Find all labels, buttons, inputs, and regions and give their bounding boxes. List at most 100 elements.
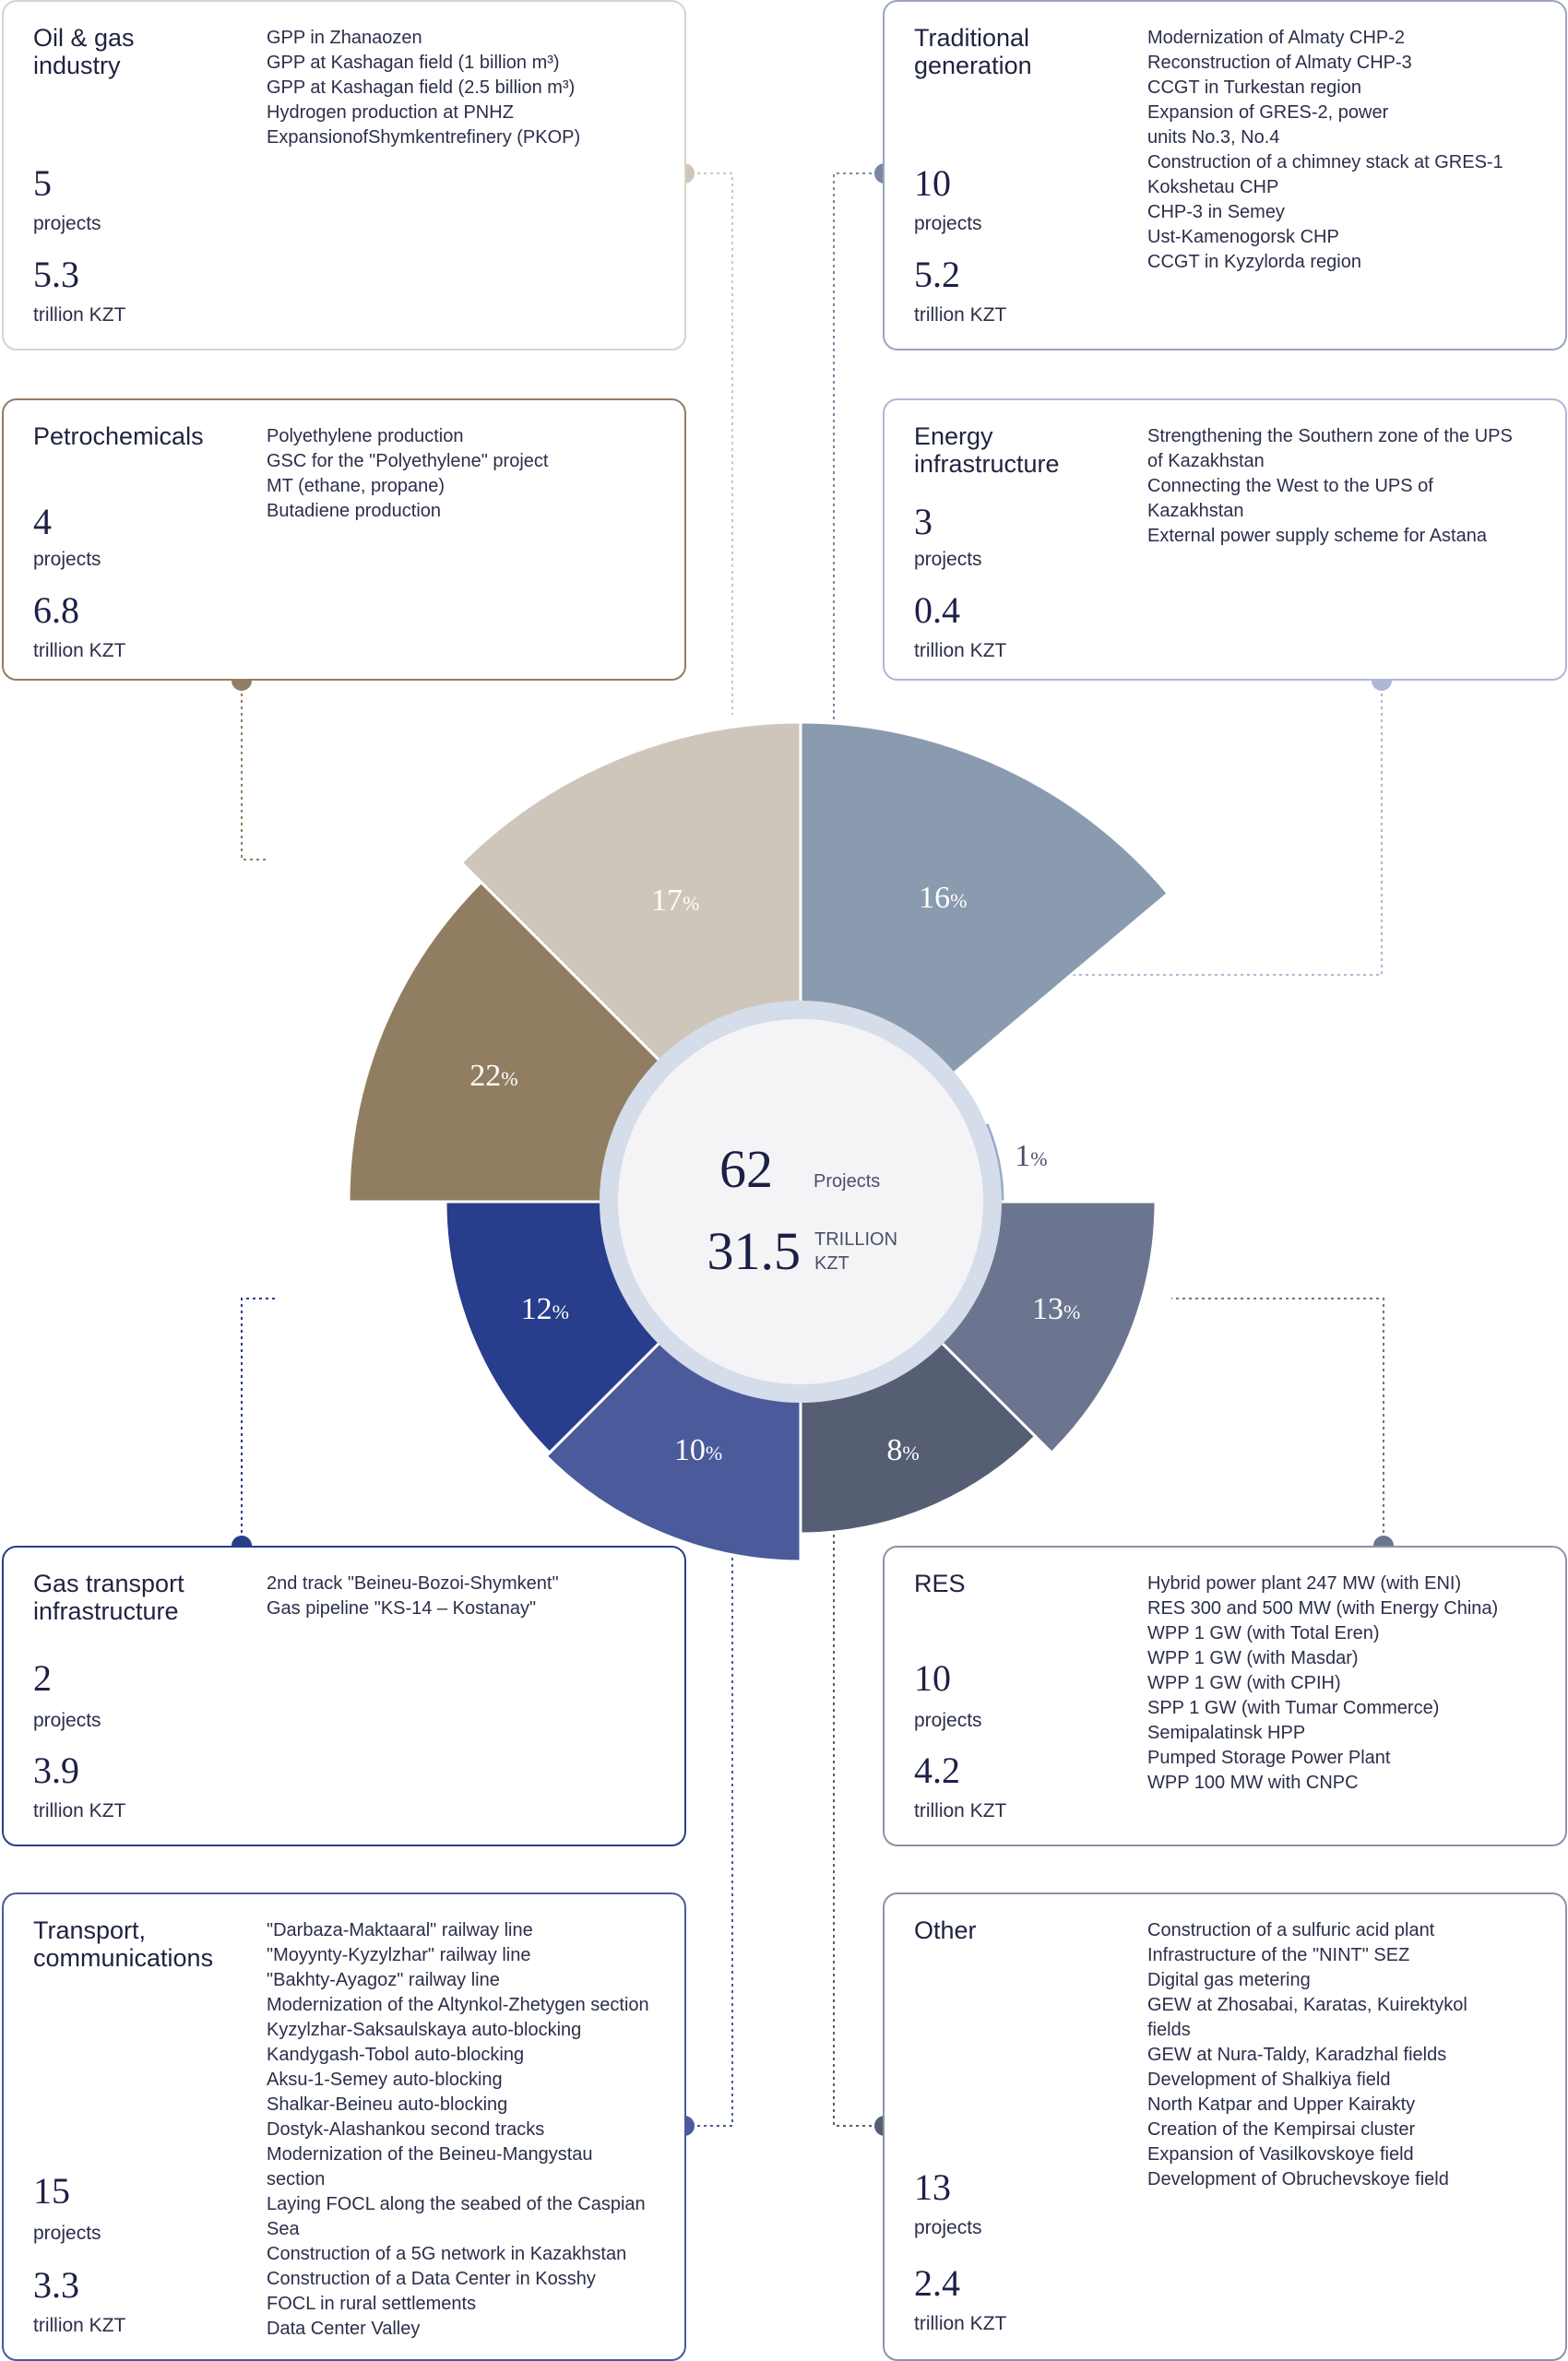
chart-sectors [347,720,1170,1563]
value-label-petrochemicals: 22% [469,1059,517,1093]
project-count: 10 [914,1657,951,1699]
project-item: Construction of a sulfuric acid plant [1147,1920,1435,1940]
project-item: units No.3, No.4 [1147,127,1280,148]
center-amount-label-1: TRILLION [814,1229,897,1250]
project-count-label: projects [914,549,982,570]
project-count-label: projects [33,1710,101,1731]
project-item: Modernization of Almaty CHP-2 [1147,28,1406,48]
card-res: RES Hybrid power plant 247 MW (with ENI)… [883,1546,1567,1846]
project-count-label: projects [914,1710,982,1731]
project-item: "Bakhty-Ayagoz" railway line [267,1970,500,1990]
card-title: Petrochemicals [33,422,204,450]
project-item: Modernization of the Beineu-Mangystau [267,2144,593,2165]
project-item: Hybrid power plant 247 MW (with ENI) [1147,1573,1462,1594]
project-item: GPP at Kashagan field (2.5 billion m³) [267,77,576,98]
project-item: RES 300 and 500 MW (with Energy China) [1147,1598,1499,1619]
center-projects-label: Projects [814,1171,880,1192]
center-disc [618,1019,983,1384]
connector-petrochemicals [241,681,266,860]
project-item: Kyzylzhar-Saksaulskaya auto-blocking [267,2020,582,2040]
value-label-energy-infrastructure: 1% [1015,1139,1047,1173]
project-item: Dostyk-Alashankou second tracks [267,2119,545,2140]
connector-other [833,1466,885,2127]
value-label-traditional-generation: 16% [919,881,967,915]
project-count-label: projects [914,213,982,234]
value-label-oil-gas: 17% [651,884,699,918]
project-item: Hydrogen production at PNHZ [267,102,514,123]
amount-label: trillion KZT [33,2315,126,2336]
amount-label: trillion KZT [33,304,126,326]
project-item: CCGT in Kyzylorda region [1147,252,1361,272]
card-energy-infrastructure: Energy infrastructure Strengthening the … [883,398,1567,681]
project-item: WPP 1 GW (with Masdar) [1147,1648,1359,1668]
project-count-label: projects [33,549,101,570]
project-item: WPP 100 MW with CNPC [1147,1773,1359,1793]
amount-label: trillion KZT [914,1800,1007,1821]
connector-transport [684,1494,733,2127]
project-item: GSC for the "Polyethylene" project [267,451,549,471]
project-item: GPP at Kashagan field (1 billion m³) [267,53,560,73]
value-label-res: 13% [1032,1292,1080,1326]
project-item: Modernization of the Altynkol-Zhetygen s… [267,1995,649,2015]
project-item: Strengthening the Southern zone of the U… [1147,426,1513,446]
project-item: Reconstruction of Almaty CHP-3 [1147,53,1412,73]
project-item: Aksu-1-Semey auto-blocking [267,2070,503,2090]
project-item: Polyethylene production [267,426,464,446]
project-item: GEW at Zhosabai, Karatas, Kuirektykol [1147,1995,1467,2015]
card-title: Transport, communications [33,1916,214,1972]
project-count: 13 [914,2166,951,2208]
amount-label: trillion KZT [914,640,1007,661]
project-item: Construction of a chimney stack at GRES-… [1147,152,1503,172]
project-item: Expansion of Vasilkovskoye field [1147,2144,1414,2165]
project-item: Ust-Kamenogorsk CHP [1147,227,1339,247]
project-count-label: projects [914,2217,982,2238]
card-title: Oil & gas industry [33,24,135,79]
connector-res [1171,1298,1384,1546]
card-title: RES [914,1570,966,1597]
project-list: Strengthening the Southern zone of the U… [1147,424,1543,549]
project-item: External power supply scheme for Astana [1147,526,1487,546]
value-label-other: 8% [886,1433,919,1467]
chart-center: 62 Projects 31.5 TRILLION KZT [600,1001,1002,1403]
project-count: 10 [914,162,951,204]
project-item: Digital gas metering [1147,1970,1311,1990]
amount-value: 6.8 [33,589,79,631]
project-count: 5 [33,162,52,204]
project-item: MT (ethane, propane) [267,476,445,496]
project-item: Construction of a 5G network in Kazakhst… [267,2244,627,2264]
project-item: Butadiene production [267,501,442,521]
project-item: Infrastructure of the "NINT" SEZ [1147,1945,1410,1965]
connector-oil-gas [684,172,733,715]
project-item: GPP in Zhanaozen [267,28,422,48]
amount-value: 3.3 [33,2264,79,2306]
card-gas-transport-infrastructure: Gas transport infrastructure 2nd track "… [2,1546,686,1846]
value-label-transport-communications: 10% [674,1433,722,1467]
amount-label: trillion KZT [33,640,126,661]
card-title: Other [914,1916,977,1944]
card-title: Energy infrastructure [914,422,1060,478]
amount-label: trillion KZT [914,304,1007,326]
project-item: Laying FOCL along the seabed of the Casp… [267,2194,646,2214]
project-item: of Kazakhstan [1147,451,1265,471]
project-item: Construction of a Data Center in Kosshy [267,2269,596,2289]
center-amount-label-2: KZT [814,1253,849,1274]
amount-value: 3.9 [33,1750,79,1791]
project-item: CHP-3 in Semey [1147,202,1285,222]
project-count-label: projects [33,2223,101,2244]
project-item: Sea [267,2219,300,2239]
project-item: Kazakhstan [1147,501,1244,521]
project-item: Kokshetau CHP [1147,177,1279,197]
project-item: Development of Shalkiya field [1147,2070,1391,2090]
project-item: "Moyynty-Kyzylzhar" railway line [267,1945,531,1965]
chart-value-labels: 17%22%16%1%13%8%10%12% [469,881,1080,1467]
center-amount-value: 31.5 [707,1221,802,1281]
project-count: 2 [33,1657,52,1699]
project-count: 4 [33,501,52,542]
project-item: WPP 1 GW (with CPIH) [1147,1673,1341,1693]
card-title: Gas transport infrastructure [33,1570,184,1625]
connector-gas-transport [241,1298,277,1546]
